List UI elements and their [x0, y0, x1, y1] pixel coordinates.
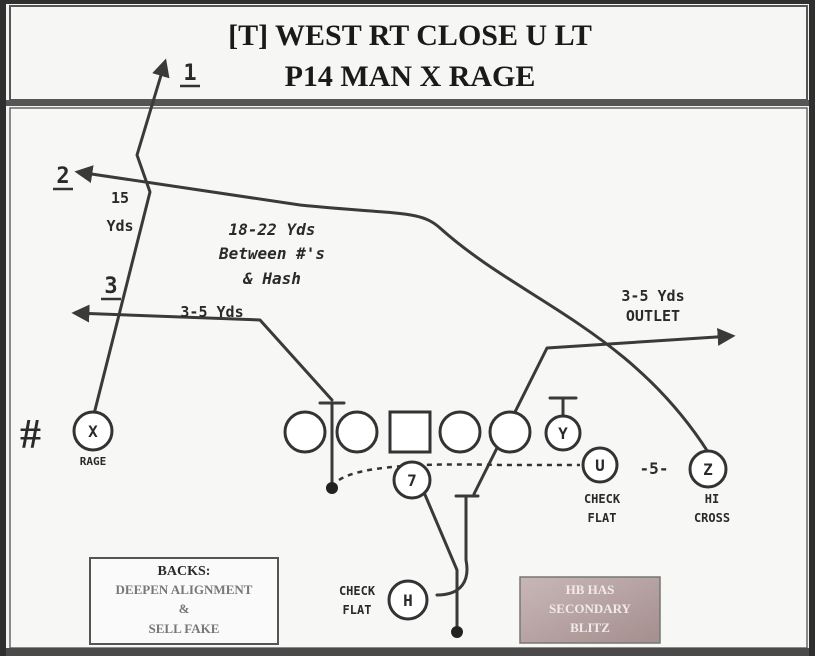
dig-note-2: Between #'s [218, 244, 325, 263]
player-h-tag-1: CHECK [339, 584, 376, 598]
player-z: Z HI CROSS [688, 449, 730, 525]
svg-text:1: 1 [183, 61, 196, 86]
dig-note-3: & Hash [242, 269, 301, 288]
player-h: H CHECK FLAT [339, 579, 429, 621]
out-yards: 3-5 Yds [180, 303, 243, 321]
hb-line-2: SECONDARY [549, 601, 631, 616]
backs-note-box: BACKS: DEEPEN ALIGNMENT & SELL FAKE [89, 557, 279, 645]
title-line-2: P14 MAN X RAGE [285, 60, 536, 93]
route-h [435, 494, 469, 597]
player-qb-number: 7 [407, 471, 417, 490]
route-out [71, 304, 334, 402]
player-u-tag-1: CHECK [584, 492, 621, 506]
route-x-deep [91, 58, 170, 420]
title-line-1: [T] WEST RT CLOSE U LT [228, 19, 592, 52]
route-number-3: 3 [101, 274, 121, 301]
svg-text:3: 3 [104, 274, 117, 299]
lt-dot [326, 482, 338, 494]
hb-line-3: BLITZ [570, 620, 610, 635]
dig-note-1: 18-22 Yds [229, 220, 316, 239]
player-qb: 7 [392, 460, 432, 500]
qb-path [421, 488, 459, 630]
lineman-5 [488, 410, 532, 454]
hb-line-1: HB HAS [566, 582, 615, 597]
qb-drop-point [451, 626, 463, 638]
player-z-tag-2: CROSS [694, 511, 730, 525]
backs-heading: BACKS: [158, 564, 211, 579]
outlet-label: OUTLET [626, 307, 680, 325]
player-z-letter: Z [703, 460, 713, 479]
title-block: [T] WEST RT CLOSE U LT P14 MAN X RAGE [9, 5, 808, 101]
split-label: -5- [640, 459, 669, 478]
hb-note-box: HB HAS SECONDARY BLITZ [519, 576, 661, 644]
route-number-2: 2 [53, 164, 73, 191]
player-h-letter: H [403, 591, 413, 610]
player-u-letter: U [595, 456, 605, 475]
player-z-tag-1: HI [705, 492, 719, 506]
motion-dashed [338, 463, 580, 482]
deep-yards: 15 [111, 189, 129, 207]
offensive-line [283, 410, 532, 454]
player-x: X RAGE [72, 410, 114, 468]
deep-yards-unit: Yds [106, 217, 133, 235]
svg-text:2: 2 [56, 164, 69, 189]
outlet-yards: 3-5 Yds [621, 287, 684, 305]
title-divider [6, 100, 809, 106]
player-u-tag-2: FLAT [588, 511, 617, 525]
hash-mark: # [20, 412, 41, 458]
backs-line-1: DEEPEN ALIGNMENT [116, 582, 253, 597]
backs-line-3: SELL FAKE [149, 621, 220, 636]
center-square [388, 410, 432, 454]
player-u: U CHECK FLAT [581, 446, 621, 525]
player-y: Y [544, 414, 582, 452]
bottom-edge [6, 648, 809, 656]
lineman-4 [438, 410, 482, 454]
player-x-tag: RAGE [80, 455, 107, 468]
backs-line-2: & [179, 601, 190, 616]
route-z-hi-cross [74, 165, 710, 454]
player-h-tag-2: FLAT [343, 603, 372, 617]
lineman-1 [283, 410, 327, 454]
lineman-2 [335, 410, 379, 454]
player-x-letter: X [88, 422, 98, 441]
player-y-letter: Y [558, 424, 568, 443]
route-number-1: 1 [180, 61, 200, 88]
